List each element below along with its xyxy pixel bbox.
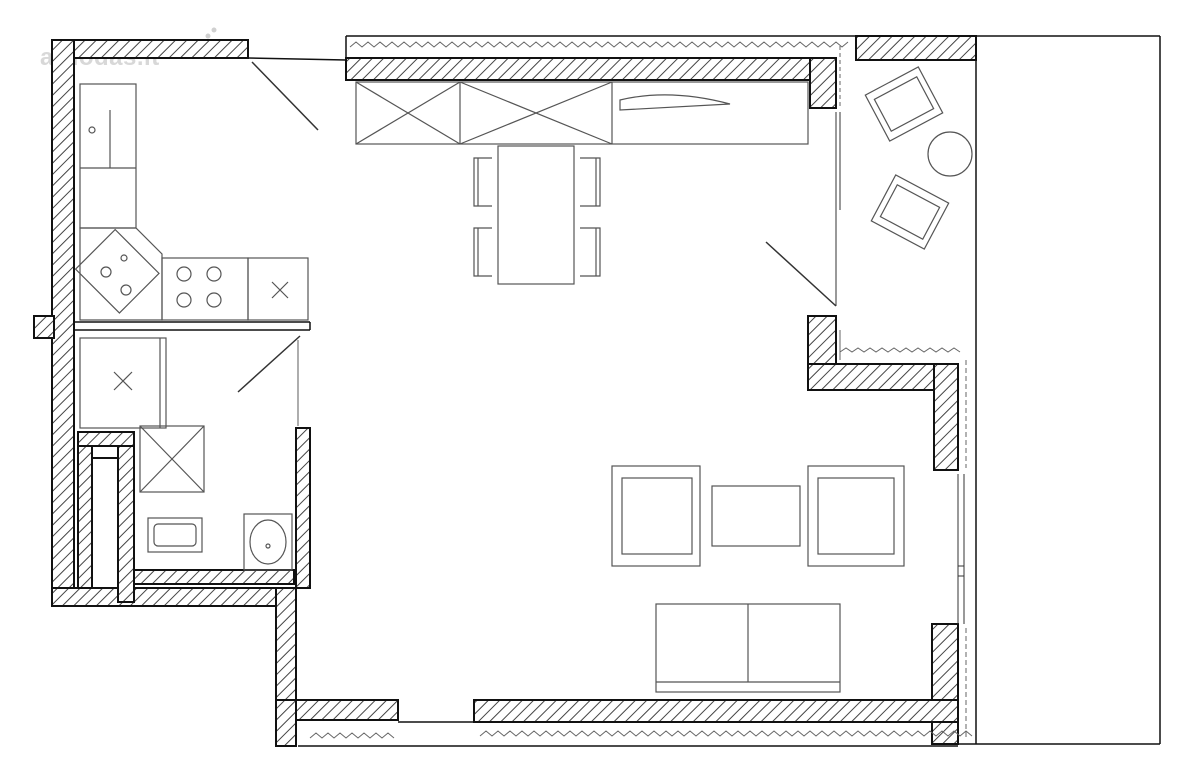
doors [237, 61, 965, 624]
armchair-right [807, 465, 905, 567]
wall-bath-bottom [51, 587, 297, 607]
sink-double [74, 228, 160, 314]
bathroom [79, 337, 293, 571]
sink-basin-icon [100, 266, 112, 278]
kitchen-counter-right [247, 257, 309, 321]
cross-icon [271, 281, 289, 299]
armchair-left [611, 465, 701, 567]
wall-top-right-stub [809, 57, 837, 109]
cross-icon [113, 371, 133, 391]
living [611, 465, 905, 693]
wall-bath-right [295, 427, 311, 589]
washer [79, 337, 167, 429]
kitchen-counter-left [79, 83, 137, 229]
wall-top-left [51, 39, 249, 59]
balcony-chair-bottom [870, 174, 950, 250]
toilet [147, 517, 203, 553]
walls [33, 35, 977, 747]
dining-table [497, 145, 575, 285]
wall-closet [77, 445, 93, 589]
wall-bottom-left-stub [275, 699, 297, 747]
wall-bath-top [77, 431, 135, 447]
stove [161, 257, 249, 321]
wall-left-stub [33, 315, 55, 339]
door-bathroom [237, 335, 301, 393]
insulation [309, 41, 973, 739]
door-balcony [765, 241, 837, 307]
wall-outlines [74, 35, 1161, 747]
closet-opening [91, 445, 119, 459]
tv-icon [619, 94, 731, 111]
wall-bath-right-lower [275, 587, 297, 701]
balcony-chair-top [864, 66, 944, 142]
door-entrance [251, 61, 319, 131]
coffee-table [711, 485, 801, 547]
wall-top-right [855, 35, 977, 61]
burner-icon [176, 266, 192, 282]
wall-right-upper [933, 363, 959, 471]
chair-icon [473, 157, 492, 207]
kitchen-cabinets-top [355, 81, 809, 145]
wall-left [51, 39, 75, 607]
shower [139, 425, 205, 493]
washbasin [243, 513, 293, 571]
wall-top [345, 57, 837, 81]
wall-right-lower [931, 623, 959, 745]
wall-bath-inner-bottom [133, 569, 295, 585]
dining [473, 145, 601, 285]
balcony-table [927, 131, 973, 177]
kitchen [74, 81, 809, 321]
balcony [864, 66, 973, 250]
kitchen-corner [79, 227, 163, 321]
wall-bottom-right [473, 699, 959, 723]
wall-bath-divider [117, 431, 135, 603]
